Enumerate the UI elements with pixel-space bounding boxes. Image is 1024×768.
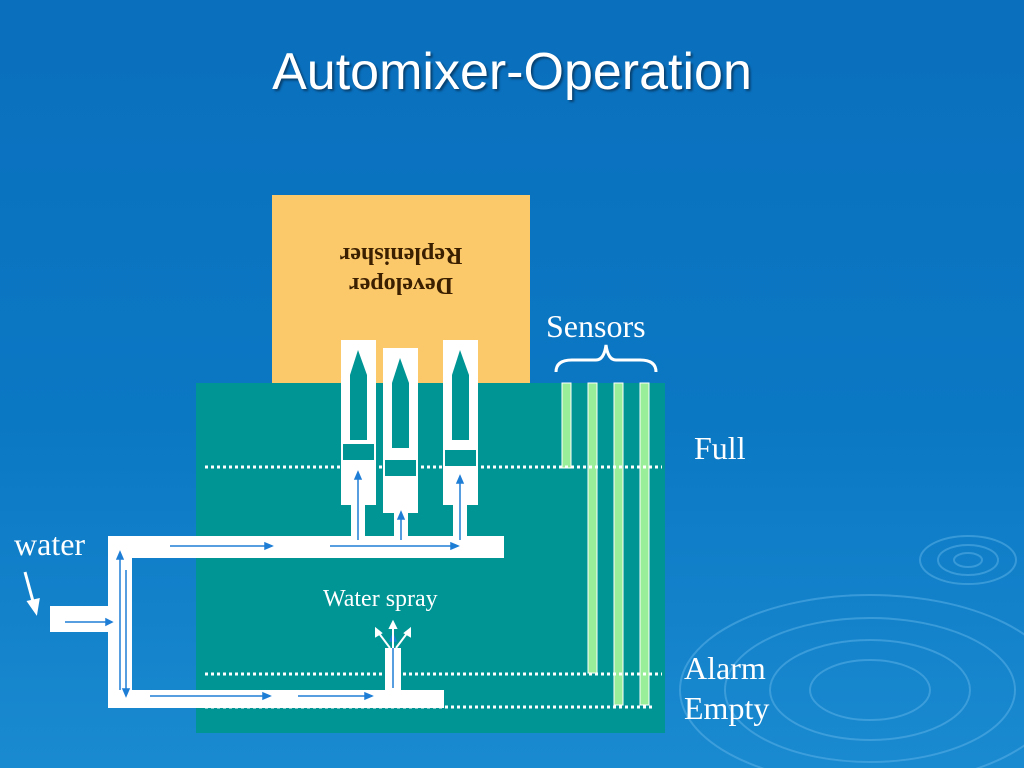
- spray-arrows: [375, 619, 411, 649]
- slide-title: Automixer-Operation: [272, 43, 752, 101]
- water-pipes: [50, 536, 504, 708]
- replenisher-line1: Developer: [349, 272, 453, 298]
- sensor-rod-2: [587, 382, 598, 674]
- sensor-rods: [561, 382, 650, 706]
- ripple-decoration: [679, 535, 1024, 768]
- water-inlet-pipe: [50, 606, 115, 632]
- replenisher-line2: Replenisher: [339, 242, 463, 268]
- alarm-label: Alarm: [684, 650, 766, 686]
- upper-pipe: [108, 536, 504, 558]
- replenisher-label: Developer Replenisher: [272, 240, 530, 300]
- water-label: water: [14, 526, 86, 562]
- sensor-rod-full: [561, 382, 572, 469]
- pump-2: [383, 348, 418, 540]
- sensor-rod-3: [613, 382, 624, 706]
- water-spray-label: Water spray: [323, 586, 438, 612]
- empty-label: Empty: [684, 690, 770, 726]
- lower-pipe: [108, 690, 444, 708]
- full-label: Full: [694, 430, 746, 466]
- sensor-rod-4: [639, 382, 650, 706]
- flow-arrows: [65, 470, 465, 701]
- sensors-label: Sensors: [546, 308, 646, 344]
- water-input-arrow: [23, 571, 40, 616]
- brace-icon: [554, 344, 658, 373]
